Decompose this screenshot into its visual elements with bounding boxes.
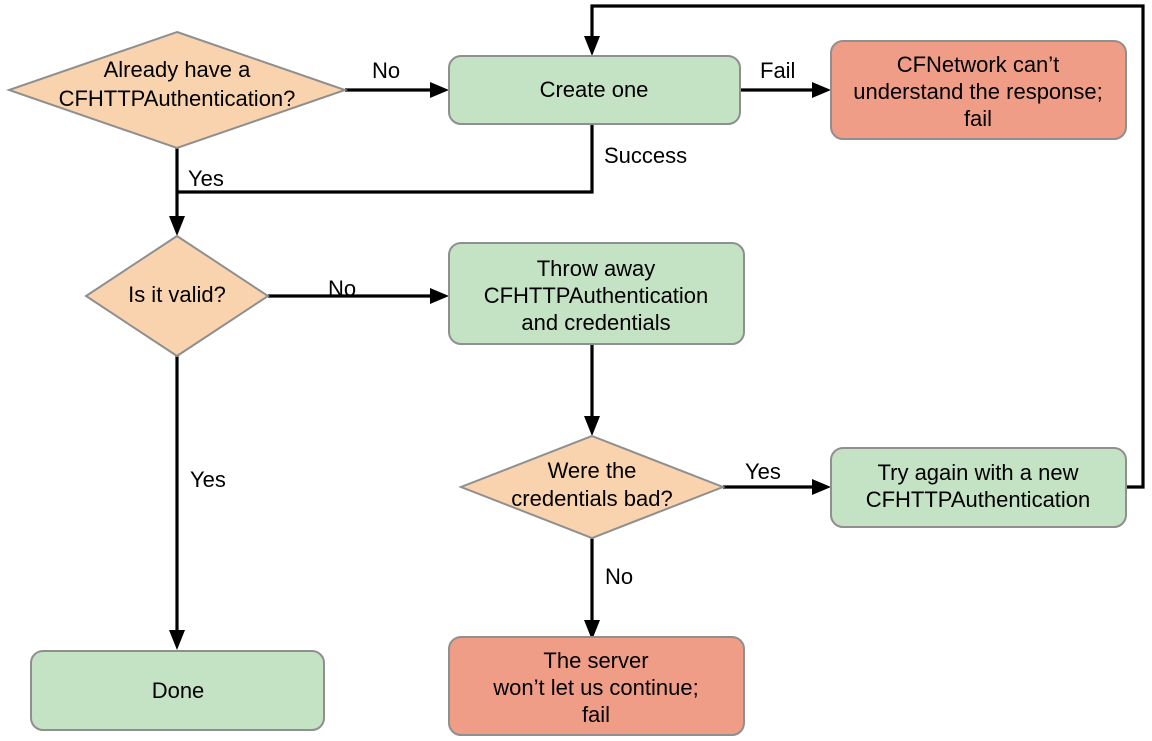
arrowhead-have-auth-no [430,82,449,98]
node-label-line-2: CFHTTPAuthentication [866,487,1091,512]
node-throw-away-authentication[interactable]: Throw away CFHTTPAuthentication and cred… [448,242,745,345]
node-label-line-2: CFHTTPAuthentication? [59,86,296,111]
edge-label-have-auth-no: No [372,58,400,83]
arrowhead-is-valid-in [169,216,185,236]
node-label-line-1: Already have a [104,57,252,82]
edge-label-is-valid-yes: Yes [190,467,226,492]
node-label-line-2: CFHTTPAuthentication [484,283,709,308]
process-box [448,242,745,345]
edge-label-is-valid-no: No [328,276,356,301]
node-label-line-2: credentials bad? [511,486,672,511]
node-were-credentials-bad[interactable]: Were the credentials bad? [458,434,726,540]
node-label-line-1: Create one [540,77,649,102]
node-try-again-new-authentication[interactable]: Try again with a new CFHTTPAuthenticatio… [830,447,1127,528]
arrowhead-create-fail [812,82,831,98]
error-box [448,636,745,736]
node-label-line-1: CFNetwork can’t [897,52,1060,77]
edge-label-credentials-yes: Yes [745,459,781,484]
edge-try-again-feedback [590,4,1145,489]
arrowhead-is-valid-no [430,288,449,304]
arrowhead-server-fail-in [584,620,600,640]
node-is-it-valid[interactable]: Is it valid? [84,234,270,358]
edge-label-create-success: Success [604,143,687,168]
edge-labels-layer: No Yes Fail Success No Yes Yes No [188,58,795,589]
edge-label-have-auth-yes: Yes [188,166,224,191]
node-label-line-1: Try again with a new [878,460,1079,485]
node-label-line-1: Done [152,678,205,703]
node-cfnetwork-cannot-understand[interactable]: CFNetwork can’t understand the response;… [830,40,1127,140]
edge-label-credentials-no: No [605,564,633,589]
error-box [830,40,1127,140]
node-server-will-not-continue[interactable]: The server won’t let us continue; fail [448,636,745,736]
node-already-have-authentication[interactable]: Already have a CFHTTPAuthentication? [5,30,349,150]
node-label-line-2: understand the response; [853,79,1103,104]
node-label-line-3: and credentials [521,310,670,335]
node-create-one[interactable]: Create one [448,55,741,125]
process-box [830,447,1127,528]
node-label-line-3: fail [582,702,610,727]
decision-diamond [5,30,349,150]
node-label-line-1: Is it valid? [128,282,226,307]
node-label-line-1: The server [543,648,648,673]
process-box [30,650,325,731]
node-label-line-1: Throw away [537,256,656,281]
edges-layer [169,4,1145,650]
edge-create-success [177,124,594,194]
decision-diamond [458,434,726,540]
node-label-line-1: Were the [548,458,637,483]
arrowhead-done-in [169,630,185,650]
arrowhead-create-one-in [584,36,600,56]
arrowhead-credentials-in [584,416,600,436]
decision-diamond [84,234,270,358]
node-label-line-2: won’t let us continue; [492,675,698,700]
node-label-line-3: fail [964,106,992,131]
edge-label-create-fail: Fail [760,58,795,83]
arrowhead-credentials-yes [812,479,831,495]
node-done[interactable]: Done [30,650,325,731]
process-box [448,55,741,125]
